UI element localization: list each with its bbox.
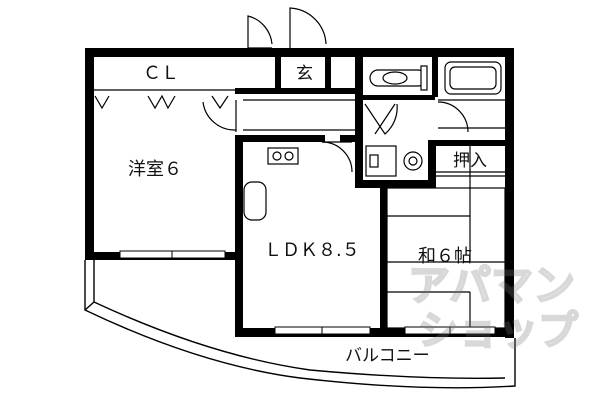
watermark-line1: アパマン: [408, 261, 575, 310]
toilet-icon: [369, 65, 428, 91]
ldk-door: [321, 141, 353, 173]
doors: [94, 7, 469, 173]
balcony: [84, 260, 516, 389]
watermark: アパマン ショップ: [407, 260, 579, 355]
bathtub-icon: [444, 61, 502, 95]
entrance-label: 玄: [296, 64, 313, 84]
kitchen-sink-icon: [243, 181, 267, 221]
watermark-line2: ショップ: [418, 308, 578, 354]
windows: [119, 250, 496, 335]
fixtures: [243, 61, 502, 221]
oshiire-label: 押入: [453, 151, 487, 171]
western-room-label: 洋室６: [128, 159, 182, 180]
japanese-room-label: 和６帖: [418, 246, 472, 267]
closet-label: ＣＬ: [143, 63, 179, 84]
balcony-label: バルコニー: [345, 346, 430, 366]
utility-door: [364, 103, 398, 135]
ldk-label: ＬＤＫ８.５: [264, 240, 360, 261]
bath-door: [437, 101, 469, 133]
walls: [85, 48, 514, 338]
entrance-door-left: [247, 15, 273, 48]
western-room-door: [202, 101, 237, 131]
interior-lines: [94, 89, 506, 329]
utility-door-2: [374, 103, 396, 135]
entrance-door-right: [289, 7, 327, 48]
stove-icon: [267, 147, 299, 165]
closet-folding-door: [94, 94, 229, 110]
washbasin-icon: [365, 145, 423, 177]
